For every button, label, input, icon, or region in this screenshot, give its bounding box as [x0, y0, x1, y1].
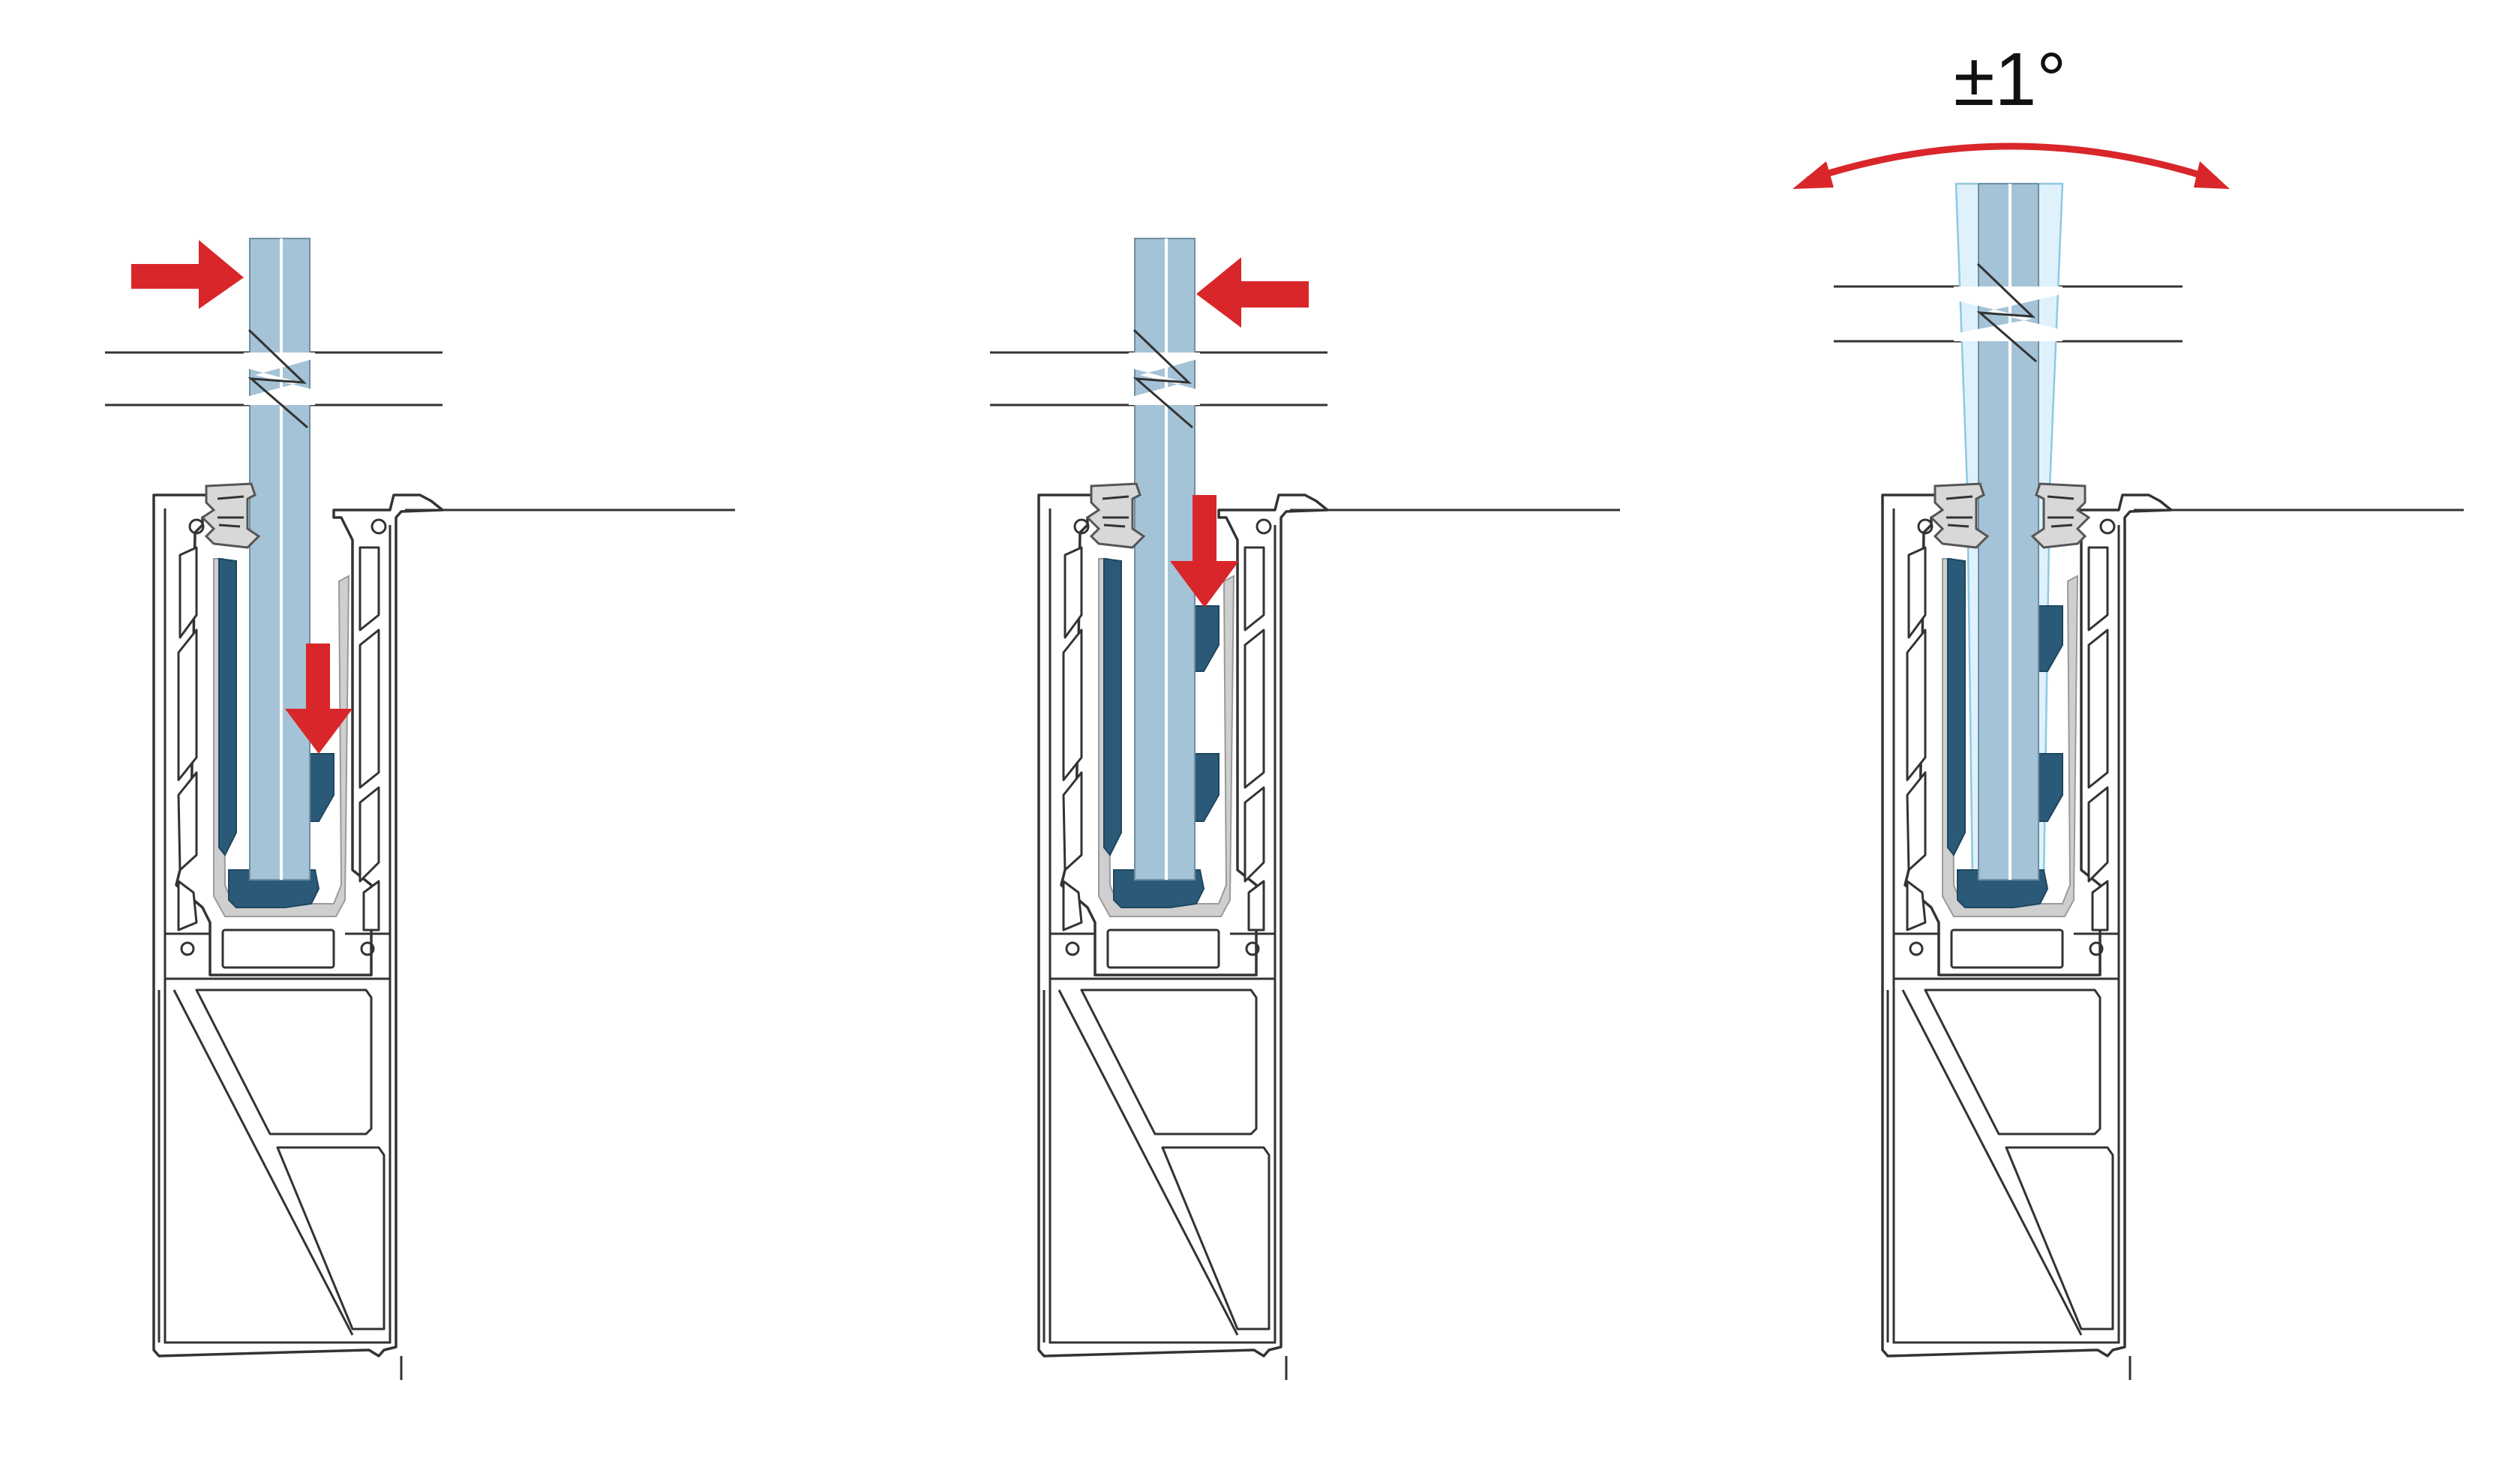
tilt-angle-label: ±1°: [1954, 38, 2067, 122]
gasket-right-upper: [1194, 605, 1220, 672]
aluminium-profile: [152, 494, 736, 1382]
gasket-right: [309, 753, 334, 822]
aluminium-profile: [1037, 494, 1622, 1382]
arrow-push-right: [131, 240, 244, 309]
gasket-right-lower: [2038, 753, 2063, 822]
gasket-right-upper: [2038, 605, 2063, 672]
panel-step-3: ±1°: [1792, 38, 2465, 1382]
tilt-arrowhead-left: [1792, 161, 1834, 189]
panel-step-1: [105, 237, 736, 1382]
gasket-left: [1947, 557, 1966, 856]
arrow-push-down: [285, 644, 352, 754]
panel-step-2: [990, 237, 1622, 1382]
gasket-right-lower: [1194, 753, 1220, 822]
arrow-push-left: [1196, 257, 1309, 328]
arrow-push-down: [1170, 495, 1239, 608]
glass-pane: [1127, 237, 1202, 881]
gasket-left: [1103, 557, 1122, 856]
gasket-left: [218, 557, 237, 856]
glass-pane: [242, 237, 316, 881]
tilt-arc: [1806, 142, 2218, 184]
tilt-arrowhead-right: [2194, 161, 2230, 189]
